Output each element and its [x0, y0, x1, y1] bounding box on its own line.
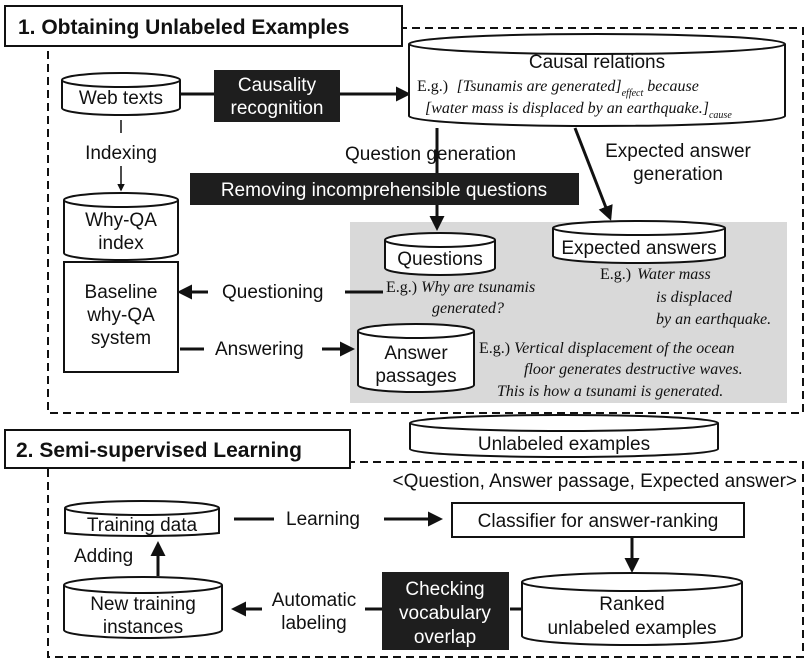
- causal-relations-title: Causal relations: [529, 52, 665, 73]
- checking-label-3: overlap: [414, 627, 476, 648]
- ranked-label-1: Ranked: [599, 594, 665, 615]
- expected-example-2: is displaced: [656, 289, 733, 306]
- unlabeled-examples-cylinder: [409, 414, 719, 458]
- causality-recognition-box: [214, 70, 340, 122]
- answer-passages-label-2: passages: [375, 366, 456, 387]
- baseline-label-3: system: [91, 328, 151, 349]
- expected-gen-label-1: Expected answer: [605, 141, 751, 162]
- classifier-box: [451, 502, 745, 538]
- training-data-cylinder: [64, 500, 220, 537]
- expected-example-3: by an earthquake.: [656, 311, 771, 328]
- causality-label-1: Causality: [238, 75, 317, 96]
- question-generation-label: Question generation: [345, 144, 516, 165]
- causality-label-2: recognition: [231, 98, 324, 119]
- automatic-label-1: Automatic: [272, 590, 356, 611]
- adding-label: Adding: [74, 546, 133, 567]
- checking-overlap-box: [382, 572, 509, 650]
- expected-answers-label: Expected answers: [561, 238, 716, 259]
- answer-passages-label-1: Answer: [384, 343, 448, 364]
- unlabeled-examples-label: Unlabeled examples: [478, 434, 650, 455]
- checking-label-2: vocabulary: [399, 603, 491, 624]
- classifier-label: Classifier for answer-ranking: [478, 511, 719, 532]
- expected-answer-arrow: [573, 127, 613, 221]
- section2-frame: [47, 461, 804, 658]
- training-data-label: Training data: [87, 515, 198, 536]
- web-texts-label: Web texts: [79, 88, 163, 109]
- questioning-label: Questioning: [222, 282, 323, 303]
- causal-relations-cylinder: [408, 33, 786, 127]
- removing-questions-box: [190, 173, 579, 205]
- why-qa-index-cylinder: [63, 192, 179, 261]
- removing-questions-label: Removing incomprehensible questions: [221, 180, 547, 201]
- answering-label: Answering: [215, 339, 304, 360]
- checking-label-1: Checking: [405, 579, 484, 600]
- section1-frame: [47, 27, 804, 414]
- why-qa-index-label-2: index: [98, 233, 144, 254]
- section2-title: 2. Semi-supervised Learning: [16, 439, 302, 462]
- baseline-label-1: Baseline: [85, 282, 158, 303]
- expected-answers-cylinder: [552, 220, 726, 264]
- questions-label: Questions: [397, 249, 483, 270]
- new-training-label-1: New training: [90, 594, 196, 615]
- causal-example-line2: [water mass is displaced by an earthquak…: [425, 100, 732, 121]
- baseline-label-2: why-QA: [86, 305, 155, 326]
- ranked-label-2: unlabeled examples: [547, 618, 716, 639]
- causal-example-line1: E.g.) [Tsunamis are generated]effect bec…: [417, 78, 699, 99]
- ranked-unlabeled-cylinder: [521, 572, 743, 646]
- questions-cylinder: [384, 232, 496, 276]
- baseline-system-box: [63, 261, 179, 373]
- why-qa-index-label-1: Why-QA: [85, 210, 157, 231]
- questions-example-2: generated?: [432, 300, 504, 317]
- web-texts-cylinder: [61, 72, 181, 116]
- expected-gen-label-2: generation: [633, 164, 723, 185]
- indexing-label: Indexing: [85, 143, 157, 164]
- learning-label: Learning: [286, 509, 360, 530]
- passages-example-1: E.g.)Vertical displacement of the ocean: [479, 340, 735, 357]
- new-training-cylinder: [63, 576, 223, 639]
- answer-passages-cylinder: [357, 323, 475, 393]
- automatic-label-2: labeling: [281, 613, 347, 634]
- tuple-label: <Question, Answer passage, Expected answ…: [392, 471, 797, 492]
- section1-title: 1. Obtaining Unlabeled Examples: [18, 16, 349, 39]
- passages-example-2: floor generates destructive waves.: [524, 361, 743, 378]
- questions-example-1: E.g.)Why are tsunamis: [386, 279, 535, 296]
- new-training-label-2: instances: [103, 617, 183, 638]
- expected-example-1: E.g.)Water mass: [600, 266, 711, 283]
- passages-example-3: This is how a tsunami is generated.: [497, 383, 723, 400]
